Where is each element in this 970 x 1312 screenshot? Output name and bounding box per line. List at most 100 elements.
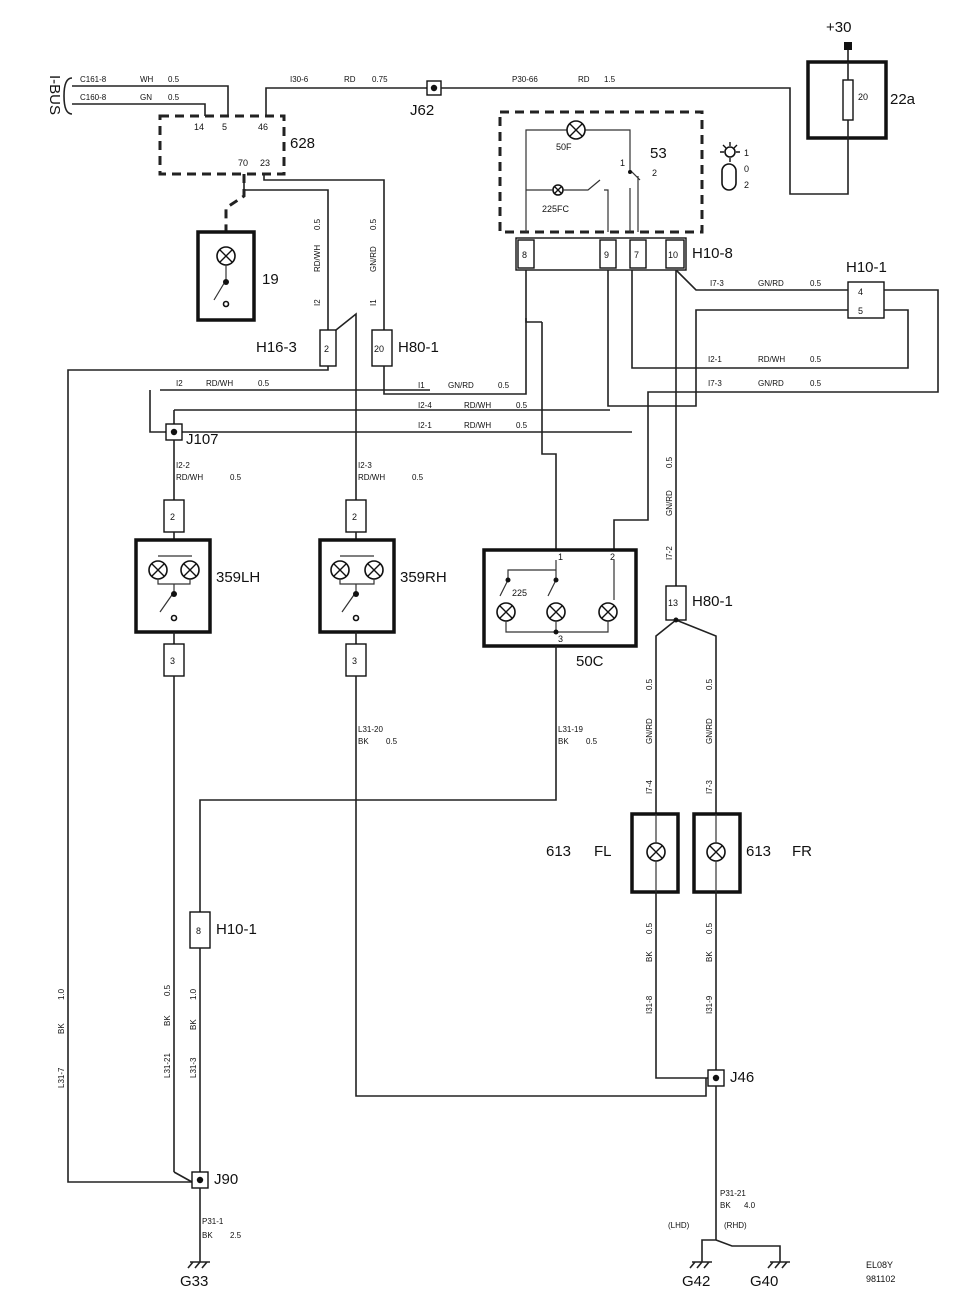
- h10-8-pin9: 9: [604, 250, 609, 260]
- switch-53-label: 53: [650, 145, 667, 162]
- wire-p31-21-size: 4.0: [744, 1201, 756, 1210]
- pin-23: 23: [260, 158, 270, 168]
- wire-i2-4-size: 0.5: [516, 401, 528, 410]
- wire-i1-harness: [383, 270, 527, 395]
- g33-label: G33: [180, 1273, 208, 1290]
- wire-i2-1b-color: RD/WH: [464, 421, 491, 430]
- lamp-613-fl-num: 613: [546, 843, 571, 860]
- wire-i1-code: I1: [418, 381, 425, 390]
- ecu-628-box: [158, 114, 286, 176]
- switch-internal-225: [526, 179, 609, 232]
- wire-i7-3b-size: 0.5: [810, 379, 822, 388]
- fuse-element: [842, 79, 854, 121]
- v-l313-code: L31-3: [189, 1057, 198, 1078]
- comp-50c-label: 50C: [576, 653, 604, 670]
- wire-p31-1-color: BK: [202, 1231, 213, 1240]
- j46-dot: [712, 1074, 720, 1082]
- c50-pin2: 2: [610, 552, 615, 562]
- h10-8-pin8-cell: [517, 239, 535, 269]
- wire-i1-vertical: [263, 174, 385, 330]
- wire-h10-8-stub: [525, 318, 542, 323]
- wire-c160: [72, 103, 206, 116]
- h16-3-label: H16-3: [256, 339, 297, 356]
- h16-3-pin: 2: [324, 344, 329, 354]
- comp-50c-box: [482, 548, 638, 648]
- rh-pin2: 2: [352, 512, 357, 522]
- wire-i2-horizontal: [149, 389, 430, 433]
- ground-g40-icon: [767, 1261, 790, 1269]
- h80-1-mid-label: H80-1: [692, 593, 733, 610]
- v-l3121-color: BK: [163, 1015, 172, 1026]
- rh-lamp-2-cross: [367, 563, 381, 577]
- lamp-225-label: 225: [512, 588, 527, 598]
- wire-h10-1-pin5: [607, 270, 848, 407]
- wire-l31-7: [67, 366, 329, 1183]
- lamp-613-fl-label: FL: [594, 843, 612, 860]
- c50-junction: [553, 629, 559, 635]
- wire-l31-19-color: BK: [558, 737, 569, 746]
- lh-lamp-1-cross: [151, 563, 165, 577]
- pin-70: 70: [238, 158, 248, 168]
- h10-8-pin7: 7: [634, 250, 639, 260]
- wire-p30-66: [441, 87, 849, 195]
- wire-i7-3b-color: GN/RD: [758, 379, 784, 388]
- j62-dot: [430, 84, 438, 92]
- rh-switch-dot: [353, 591, 359, 597]
- wire-i2-vertical: [243, 174, 329, 330]
- v-i318-size: 0.5: [645, 922, 654, 934]
- wire-i2-1a-code: I2-1: [708, 355, 722, 364]
- lamp-50f-cross: [569, 123, 583, 137]
- switch-pin-2: 2: [652, 168, 657, 178]
- wire-i2-size: 0.5: [258, 379, 270, 388]
- wire-i2-1a-size: 0.5: [810, 355, 822, 364]
- h80-1-mid-branch: [673, 617, 679, 623]
- pin-46: 46: [258, 122, 268, 132]
- wire-i2-code: I2: [176, 379, 183, 388]
- c50-lamp-225-cross: [499, 605, 513, 619]
- wire-i7-3-top: [675, 269, 848, 291]
- c50-pin3: 3: [558, 634, 563, 644]
- wire-i2-3-code: I2-3: [358, 461, 372, 470]
- wire-c161: [72, 85, 229, 116]
- switch-53-box: [498, 110, 704, 234]
- wire-i31-8: [655, 892, 708, 1079]
- wire-i7-3-loop: [613, 289, 939, 560]
- switch-pin-1: 1: [620, 158, 625, 168]
- wire-l31-20-color: BK: [358, 737, 369, 746]
- wire-p31-21-color: BK: [720, 1201, 731, 1210]
- v-i72-code: I7-2: [665, 546, 674, 560]
- wire-i2-1b-code: I2-1: [418, 421, 432, 430]
- wire-l31-21-end: [173, 1171, 193, 1183]
- j107-dot: [170, 428, 178, 436]
- wire-i2-1b-size: 0.5: [516, 421, 528, 430]
- h10-8-pin10-cell: [665, 239, 685, 269]
- lh-pin3: 3: [170, 656, 175, 666]
- wire-p31-1-code: P31-1: [202, 1217, 224, 1226]
- wire-i2-color: RD/WH: [206, 379, 233, 388]
- h10-1-pin4: 4: [858, 287, 863, 297]
- h10-1-pin5: 5: [858, 306, 863, 316]
- j62-label: J62: [410, 102, 434, 119]
- rh-pin3: 3: [352, 656, 357, 666]
- wire-i2-2-color: RD/WH: [176, 473, 203, 482]
- ground-g42-icon: [689, 1261, 712, 1269]
- v-i74-size: 0.5: [645, 678, 654, 690]
- v-i73-code: I7-3: [705, 780, 714, 794]
- h10-1-low-pin: 8: [196, 926, 201, 936]
- wire-c160-size: 0.5: [168, 93, 180, 102]
- rh-lamp-1-cross: [333, 563, 347, 577]
- wire-l31-20-size: 0.5: [386, 737, 398, 746]
- v-i1-size: 0.5: [369, 218, 378, 230]
- c50-pin1: 1: [558, 552, 563, 562]
- wire-p30-size: 1.5: [604, 75, 616, 84]
- wire-i7-3a-size: 0.5: [810, 279, 822, 288]
- h10-8-pin8: 8: [522, 250, 527, 260]
- lhd-label: (LHD): [668, 1221, 690, 1230]
- lh-lamp-2-cross: [183, 563, 197, 577]
- lh-pin2: 2: [170, 512, 175, 522]
- lamp-225fc-cross: [554, 186, 562, 194]
- wire-p30-code: P30-66: [512, 75, 538, 84]
- comp-19-lamp-cross: [219, 249, 233, 263]
- wire-i2-2-code: I2-2: [176, 461, 190, 470]
